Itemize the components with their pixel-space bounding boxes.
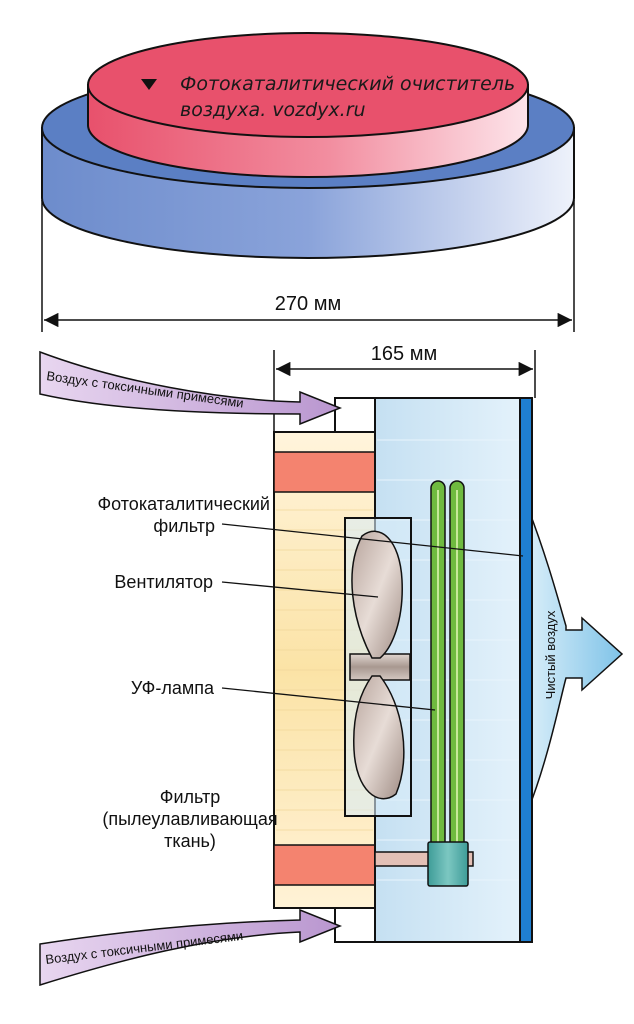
label-dust-filter-2: (пылеулавливающая: [102, 809, 277, 829]
inlet-arrow-bottom: [39, 908, 343, 987]
inlet-collar-bottom: [334, 907, 376, 943]
depth-dimension: 165 мм: [273, 343, 536, 432]
label-dust-filter-3: ткань): [164, 831, 216, 851]
leader-photocatalytic-filter: [221, 523, 524, 557]
depth-label: 165 мм: [371, 343, 437, 365]
purifier-top-view: Фотокаталитический очиститель воздуха. v…: [41, 32, 575, 259]
dust-filter-bottom: [273, 844, 376, 886]
clean-air-label: Чистый воздух: [543, 610, 558, 699]
disk-top: [87, 32, 529, 138]
component-labels: Фотокаталитический фильтр Вентилятор УФ-…: [97, 494, 524, 851]
photocatalytic-filter: [519, 397, 533, 943]
fan-blade-top: [351, 530, 403, 659]
housing-stripes: [377, 439, 521, 881]
label-uv-lamp: УФ-лампа: [131, 678, 215, 698]
leader-fan: [221, 581, 379, 598]
uv-lamp-base: [427, 841, 469, 887]
label-fan: Вентилятор: [114, 572, 213, 592]
label-dust-filter-1: Фильтр: [160, 787, 220, 807]
dust-filter-top: [273, 451, 376, 493]
caption-line-2: воздуха. vozdyx.ru: [180, 99, 366, 121]
outer-diameter-dimension: 270 мм: [41, 200, 575, 332]
clean-air-arrow: [527, 507, 624, 811]
outer-diameter-label: 270 мм: [275, 293, 341, 315]
purifier-cross-section: Чистый воздух: [39, 350, 624, 987]
caption-line-1: Фотокаталитический очиститель: [180, 73, 515, 95]
leader-uv-lamp: [221, 687, 436, 711]
inlet-arrow-top: [39, 350, 343, 426]
label-photocatalytic-filter-2: фильтр: [153, 516, 215, 536]
label-photocatalytic-filter-1: Фотокаталитический: [97, 494, 270, 514]
caption-marker-icon: [141, 79, 157, 90]
inlet-collar-top: [334, 397, 376, 433]
uv-lamp: [374, 480, 474, 887]
